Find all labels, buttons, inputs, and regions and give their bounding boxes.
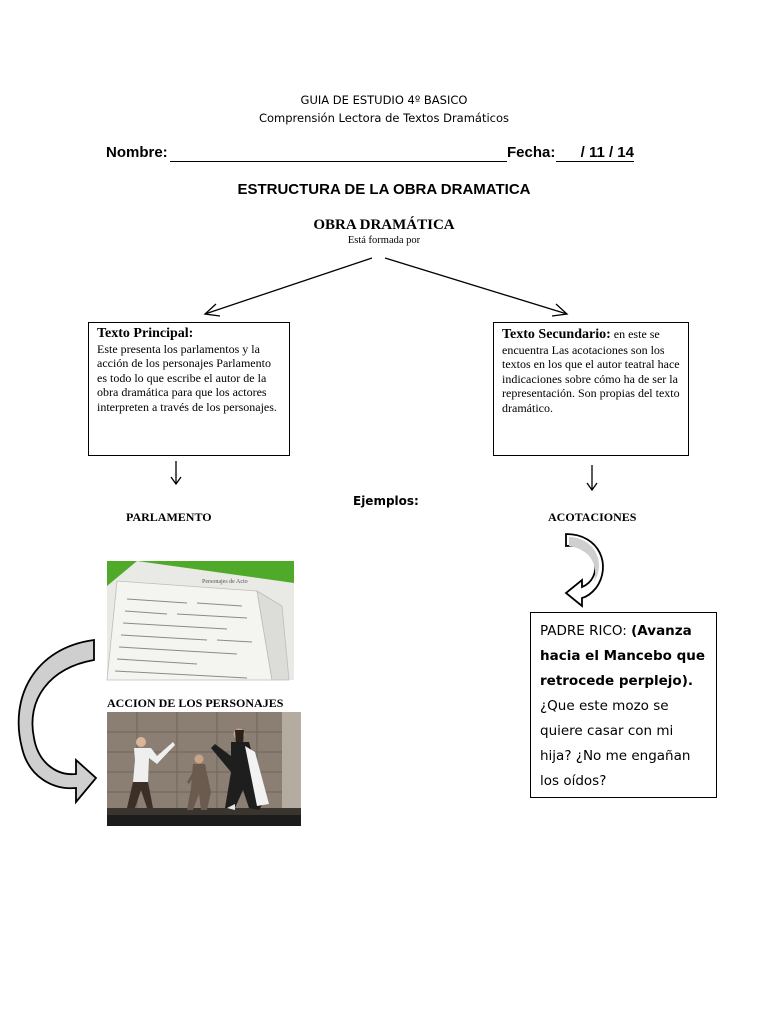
acotaciones-label: ACOTACIONES bbox=[548, 510, 637, 524]
dialogue-text: ¿Que este mozo se quiere casar con mi hi… bbox=[540, 698, 691, 789]
diagram-root-subtitle: Está formada por bbox=[347, 235, 421, 246]
arrow-to-main bbox=[204, 257, 373, 315]
accion-label: ACCION DE LOS PERSONAJES bbox=[107, 696, 284, 710]
parlamento-label: PARLAMENTO bbox=[126, 510, 212, 524]
speaker-name: PADRE RICO: bbox=[540, 623, 627, 639]
texto-secundario-title: Texto Secundario: bbox=[502, 327, 611, 342]
texto-principal-body: Este presenta los parlamentos y la acció… bbox=[97, 341, 277, 414]
nombre-label: Nombre: bbox=[106, 144, 168, 161]
header-title: GUIA DE ESTUDIO 4º BASICO bbox=[300, 93, 468, 107]
nombre-field-line[interactable] bbox=[170, 161, 507, 162]
texto-secundario-box: Texto Secundario: en este se encuentra L… bbox=[493, 322, 689, 456]
texto-principal-title: Texto Principal: bbox=[97, 326, 194, 341]
curved-arrow-left bbox=[17, 638, 98, 805]
fecha-value: / 11 / 14 bbox=[556, 144, 634, 162]
fecha-label: Fecha: bbox=[507, 144, 556, 161]
curved-arrow-right bbox=[564, 533, 604, 608]
texto-principal-box: Texto Principal: Este presenta los parla… bbox=[88, 322, 290, 456]
stage-direction: (Avanza hacia el Mancebo que retrocede p… bbox=[540, 623, 706, 689]
svg-text:Personajes de Acto: Personajes de Acto bbox=[202, 579, 248, 585]
stage-actors-image bbox=[107, 712, 301, 826]
acotacion-example-box: PADRE RICO: (Avanza hacia el Mancebo que… bbox=[530, 612, 717, 798]
ejemplos-label: Ejemplos: bbox=[353, 494, 419, 508]
script-pages-image: Personajes de Acto bbox=[106, 561, 294, 681]
diagram-root-title: OBRA DRAMÁTICA bbox=[313, 217, 455, 233]
texto-secundario-body: en este se encuentra Las acotaciones son… bbox=[502, 327, 680, 415]
section-title: ESTRUCTURA DE LA OBRA DRAMATICA bbox=[237, 181, 531, 198]
arrow-to-secondary bbox=[384, 257, 568, 315]
header-subtitle: Comprensión Lectora de Textos Dramáticos bbox=[258, 111, 510, 125]
